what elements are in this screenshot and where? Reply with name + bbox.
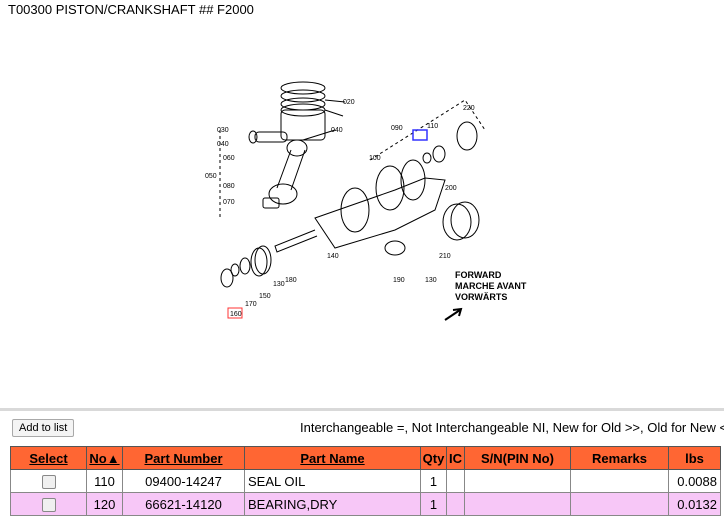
page-title: T00300 PISTON/CRANKSHAFT ## F2000 (8, 2, 254, 17)
row-part-name: SEAL OIL (244, 469, 421, 493)
parts-diagram[interactable]: 020 030 040 040 050 060 070 080 090 100 … (195, 70, 555, 330)
row-sn (464, 469, 571, 493)
row-remarks (570, 469, 669, 493)
direction-label-en: FORWARD (455, 270, 502, 280)
header-part-name[interactable]: Part Name (244, 446, 421, 470)
callout-130: 130 (425, 277, 437, 284)
callout-040[interactable]: 040 (217, 141, 229, 148)
table-header-row: Select No▲ Part Number Part Name Qty IC … (10, 446, 721, 470)
callout-110[interactable]: 110 (427, 123, 438, 130)
header-remarks: Remarks (570, 446, 669, 470)
row-no: 120 (86, 492, 123, 516)
row-ic (446, 469, 465, 493)
header-ic: IC (446, 446, 465, 470)
callout-070[interactable]: 070 (223, 199, 235, 206)
callout-160[interactable]: 160 (230, 311, 242, 318)
callout-060[interactable]: 060 (223, 155, 235, 162)
direction-label-fr: MARCHE AVANT (455, 281, 527, 291)
callout-140[interactable]: 140 (327, 253, 339, 260)
header-no[interactable]: No▲ (86, 446, 123, 470)
table-row: 110 09400-14247 SEAL OIL 1 0.0088 (10, 469, 721, 493)
callout-190[interactable]: 190 (393, 277, 405, 284)
parts-toolbar: Add to list Interchangeable =, Not Inter… (0, 416, 724, 440)
row-part-name: BEARING,DRY (244, 492, 421, 516)
row-select[interactable] (10, 492, 87, 516)
callout-040b[interactable]: 040 (331, 127, 343, 134)
row-lbs: 0.0132 (668, 492, 721, 516)
callout-080[interactable]: 080 (223, 183, 235, 190)
header-lbs: lbs (668, 446, 721, 470)
row-lbs: 0.0088 (668, 469, 721, 493)
callout-160-marker[interactable] (227, 307, 243, 319)
parts-table: Select No▲ Part Number Part Name Qty IC … (10, 446, 721, 516)
callout-170[interactable]: 170 (245, 301, 257, 308)
section-divider (0, 408, 724, 411)
callout-210[interactable]: 210 (439, 253, 451, 260)
callout-180[interactable]: 180 (285, 277, 297, 284)
callout-130b[interactable]: 130 (273, 281, 285, 288)
interchangeability-legend: Interchangeable =, Not Interchangeable N… (300, 420, 724, 435)
callout-090[interactable]: 090 (391, 125, 403, 132)
header-qty: Qty (420, 446, 447, 470)
callout-050[interactable]: 050 (205, 173, 217, 180)
row-checkbox[interactable] (41, 497, 56, 512)
callout-100[interactable]: 100 (369, 155, 381, 162)
row-sn (464, 492, 571, 516)
table-row: 120 66621-14120 BEARING,DRY 1 0.0132 (10, 492, 721, 516)
row-select[interactable] (10, 469, 87, 493)
row-checkbox[interactable] (41, 474, 56, 489)
exploded-view-drawing: 020 030 040 040 050 060 070 080 090 100 … (205, 81, 527, 321)
header-part-number[interactable]: Part Number (122, 446, 245, 470)
callout-030[interactable]: 030 (217, 127, 229, 134)
row-part-number: 66621-14120 (122, 492, 245, 516)
row-part-number: 09400-14247 (122, 469, 245, 493)
row-no: 110 (86, 469, 123, 493)
callout-200[interactable]: 200 (445, 185, 457, 192)
header-select[interactable]: Select (10, 446, 87, 470)
row-ic (446, 492, 465, 516)
callout-020[interactable]: 020 (343, 99, 355, 106)
row-qty: 1 (420, 469, 447, 493)
callout-220[interactable]: 220 (463, 105, 475, 112)
direction-label-de: VORWÄRTS (455, 292, 507, 302)
add-to-list-button[interactable]: Add to list (12, 419, 75, 437)
callout-150[interactable]: 150 (259, 293, 271, 300)
row-qty: 1 (420, 492, 447, 516)
header-sn: S/N(PIN No) (464, 446, 571, 470)
callout-120-highlight[interactable] (412, 129, 428, 141)
row-remarks (570, 492, 669, 516)
